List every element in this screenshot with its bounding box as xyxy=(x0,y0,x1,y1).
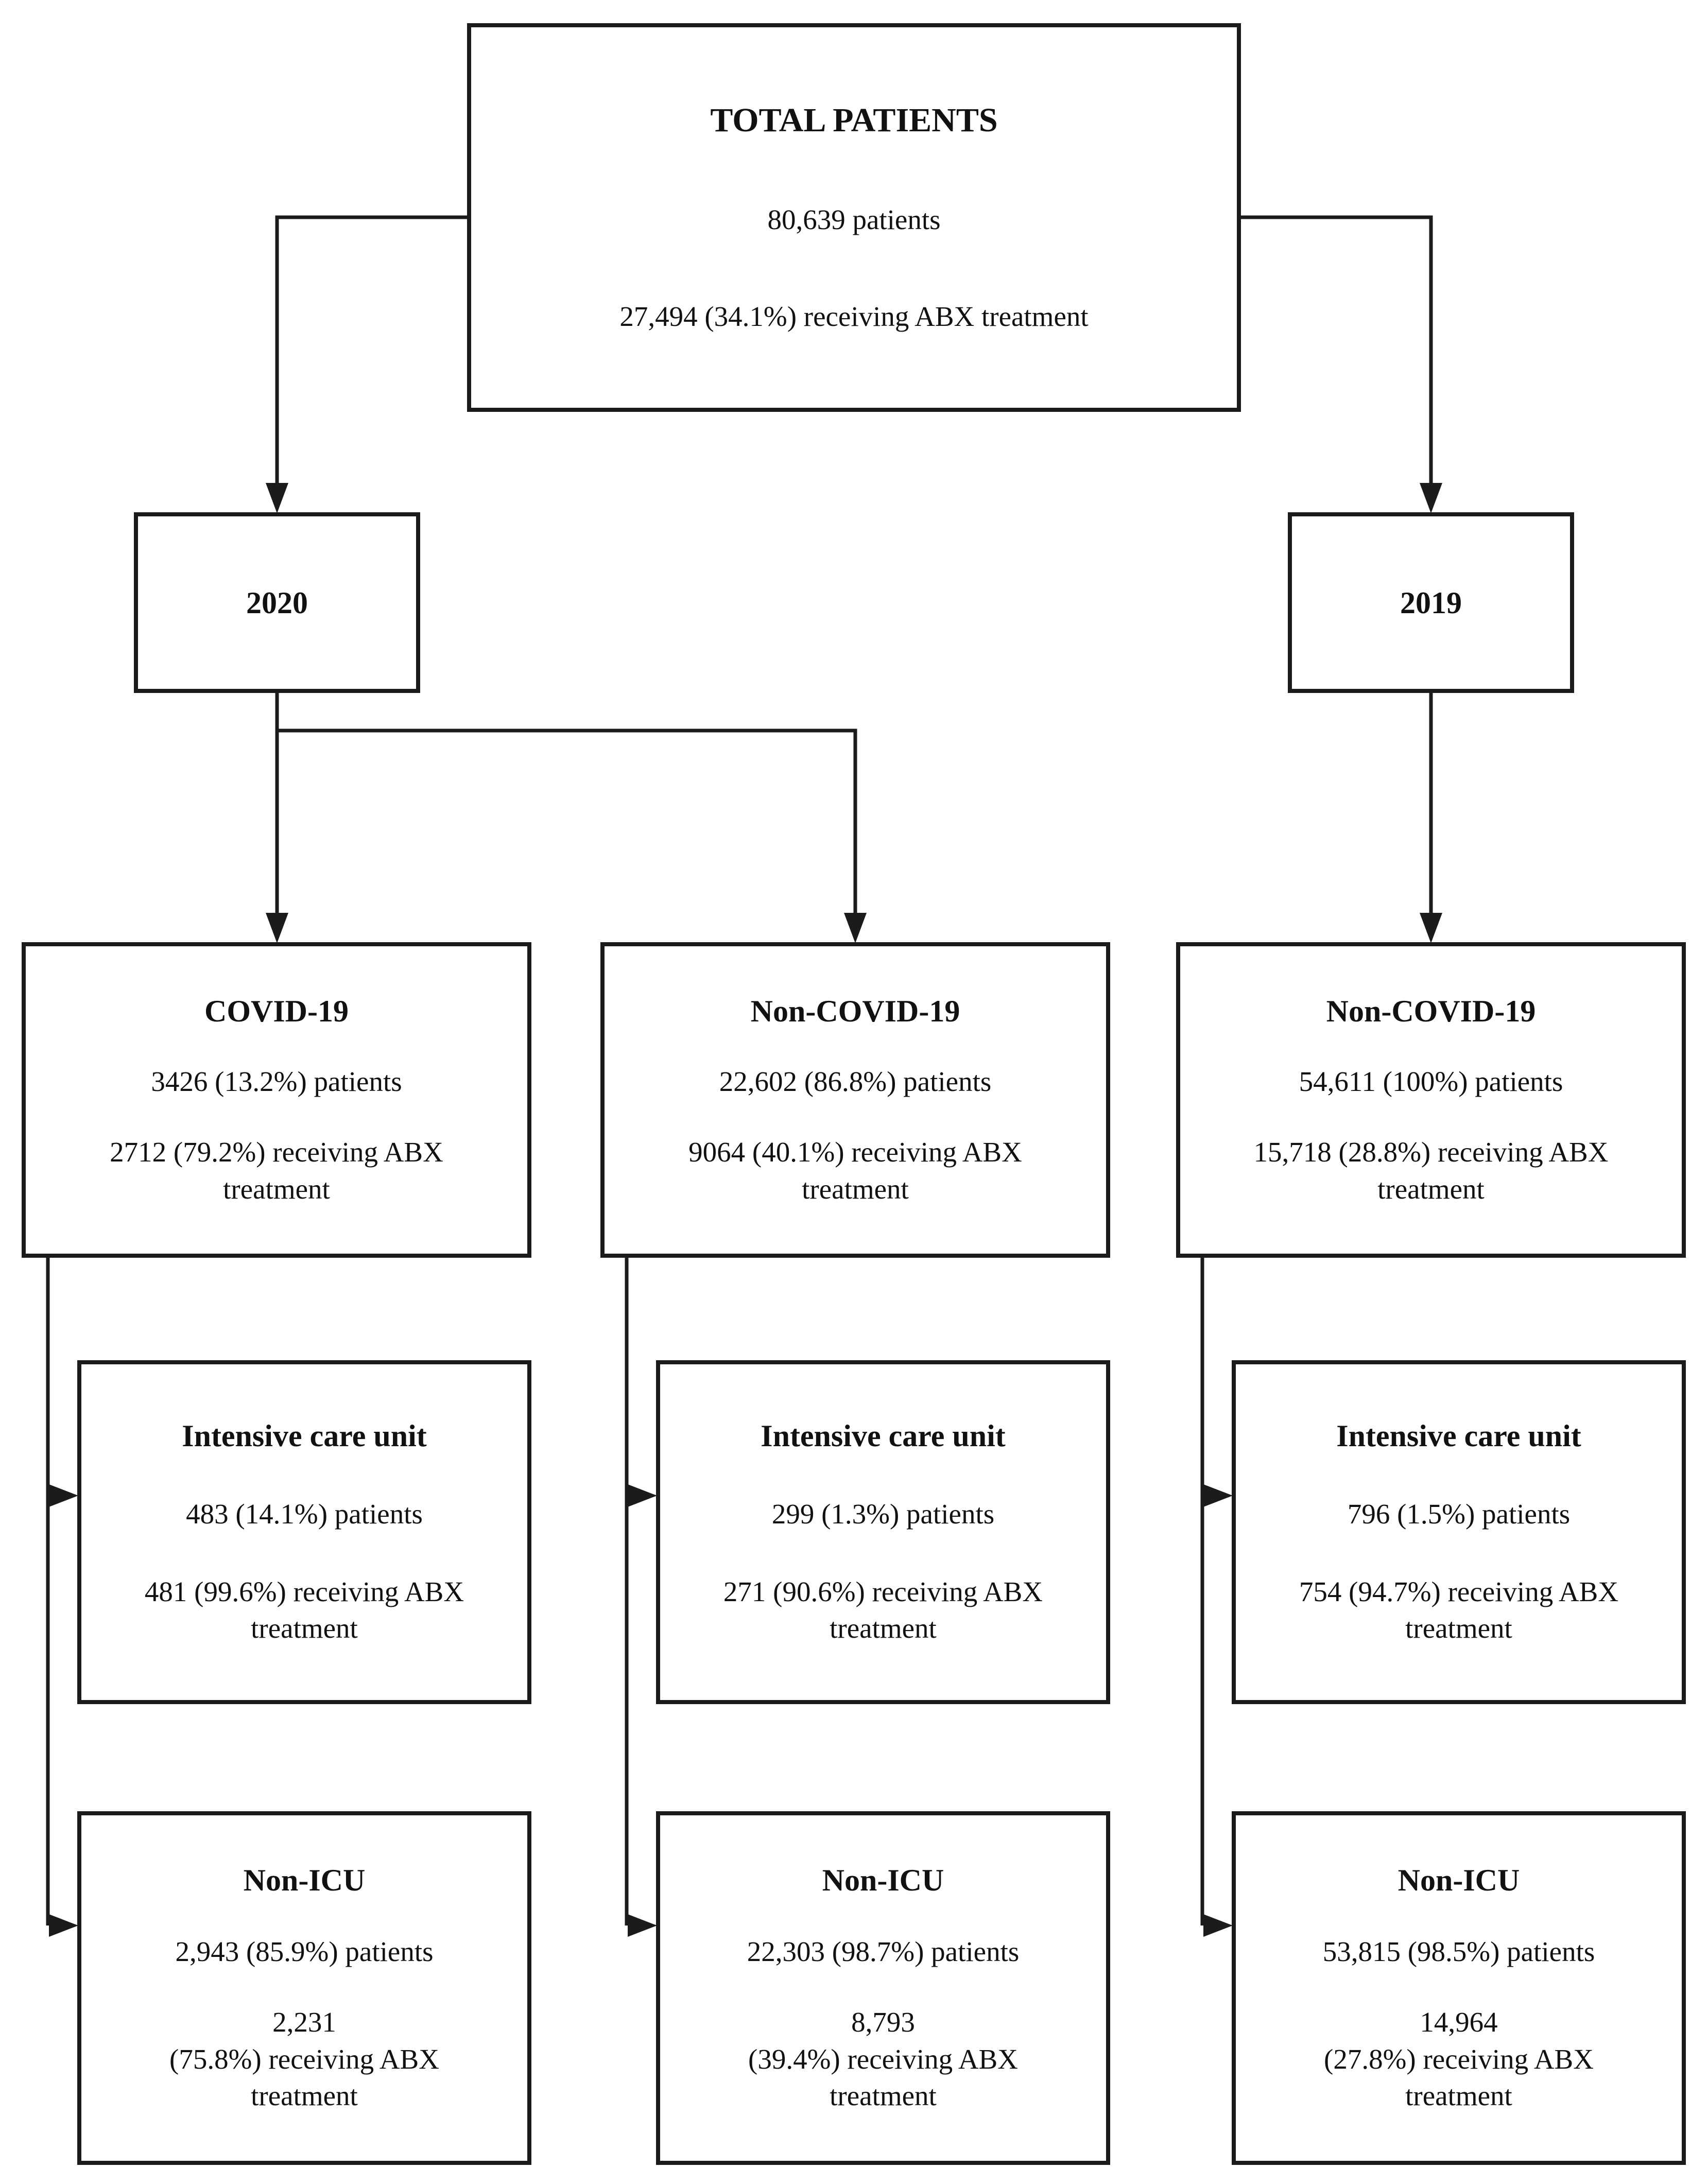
connector-covid-to-icu-nonicu xyxy=(46,1258,78,1937)
node-abx-line: 2,231 (75.8%) receiving ABX treatment xyxy=(169,2006,439,2112)
node-icu-noncovid19-2020: Intensive care unit 299 (1.3%) patients … xyxy=(656,1360,1110,1704)
connector-2019-to-noncovid xyxy=(1420,693,1442,943)
arrowhead-down xyxy=(1420,913,1442,943)
node-abx-line: 481 (99.6%) receiving ABX treatment xyxy=(144,1575,464,1644)
node-patients-line: 54,611 (100%) patients xyxy=(1299,1066,1563,1098)
node-patients-line: 22,602 (86.8%) patients xyxy=(719,1066,992,1098)
node-title: Non-ICU xyxy=(1398,1863,1520,1898)
node-year-2019: 2019 xyxy=(1288,512,1574,693)
node-patients-line: 483 (14.1%) patients xyxy=(186,1498,423,1530)
node-icu-noncovid19-2019: Intensive care unit 796 (1.5%) patients … xyxy=(1232,1360,1686,1704)
node-title: Non-COVID-19 xyxy=(1326,994,1536,1028)
node-patients-line: 2,943 (85.9%) patients xyxy=(175,1935,434,1967)
node-patients-line: 53,815 (98.5%) patients xyxy=(1322,1935,1595,1967)
arrowhead-down xyxy=(844,913,867,943)
node-title: TOTAL PATIENTS xyxy=(710,101,998,140)
node-abx-line: 27,494 (34.1%) receiving ABX treatment xyxy=(619,301,1089,333)
node-abx-line: 754 (94.7%) receiving ABX treatment xyxy=(1299,1575,1619,1644)
node-nonicu-noncovid19-2020: Non-ICU 22,303 (98.7%) patients 8,793 (3… xyxy=(656,1811,1110,2165)
node-title: Intensive care unit xyxy=(1336,1419,1581,1453)
node-patients-line: 3426 (13.2%) patients xyxy=(151,1066,402,1098)
node-patients-line: 80,639 patients xyxy=(767,203,941,235)
arrowhead-right xyxy=(49,1914,78,1937)
node-abx-line: 15,718 (28.8%) receiving ABX treatment xyxy=(1253,1136,1609,1205)
connector-total-to-2020 xyxy=(266,215,467,513)
node-abx-line: 271 (90.6%) receiving ABX treatment xyxy=(723,1575,1043,1644)
arrowhead-down xyxy=(1420,483,1442,513)
connector-noncovid2019-to-icu-nonicu xyxy=(1200,1258,1233,1937)
arrowhead-down xyxy=(266,913,288,943)
node-abx-line: 2712 (79.2%) receiving ABX treatment xyxy=(110,1136,443,1205)
node-title: Non-ICU xyxy=(243,1863,366,1898)
node-noncovid19-2019: Non-COVID-19 54,611 (100%) patients 15,7… xyxy=(1176,942,1686,1258)
node-nonicu-noncovid19-2019: Non-ICU 53,815 (98.5%) patients 14,964 (… xyxy=(1232,1811,1686,2165)
node-abx-line: 14,964 (27.8%) receiving ABX treatment xyxy=(1324,2006,1594,2112)
node-year-2020: 2020 xyxy=(134,512,420,693)
arrowhead-right xyxy=(49,1484,78,1507)
node-title: 2019 xyxy=(1400,585,1462,620)
connector-2020-to-noncovid xyxy=(277,729,867,943)
node-title: 2020 xyxy=(246,585,308,620)
arrowhead-right xyxy=(1203,1914,1233,1937)
arrowhead-right xyxy=(628,1484,657,1507)
node-abx-line: 8,793 (39.4%) receiving ABX treatment xyxy=(748,2006,1018,2112)
node-icu-covid19-2020: Intensive care unit 483 (14.1%) patients… xyxy=(77,1360,531,1704)
node-title: COVID-19 xyxy=(204,994,349,1028)
node-title: Non-ICU xyxy=(822,1863,944,1898)
arrowhead-down xyxy=(266,483,288,513)
arrowhead-right xyxy=(1203,1484,1233,1507)
node-patients-line: 22,303 (98.7%) patients xyxy=(747,1935,1020,1967)
node-patients-line: 299 (1.3%) patients xyxy=(771,1498,995,1530)
connector-total-to-2019 xyxy=(1241,215,1442,513)
node-total-patients: TOTAL PATIENTS 80,639 patients 27,494 (3… xyxy=(467,23,1241,412)
node-title: Intensive care unit xyxy=(182,1419,427,1453)
node-abx-line: 9064 (40.1%) receiving ABX treatment xyxy=(688,1136,1022,1205)
node-title: Non-COVID-19 xyxy=(750,994,960,1028)
node-noncovid19-2020: Non-COVID-19 22,602 (86.8%) patients 906… xyxy=(600,942,1110,1258)
node-patients-line: 796 (1.5%) patients xyxy=(1347,1498,1571,1530)
node-title: Intensive care unit xyxy=(761,1419,1006,1453)
node-nonicu-covid19-2020: Non-ICU 2,943 (85.9%) patients 2,231 (75… xyxy=(77,1811,531,2165)
arrowhead-right xyxy=(628,1914,657,1937)
node-covid19-2020: COVID-19 3426 (13.2%) patients 2712 (79.… xyxy=(22,942,531,1258)
connector-noncovid2020-to-icu-nonicu xyxy=(625,1258,657,1937)
